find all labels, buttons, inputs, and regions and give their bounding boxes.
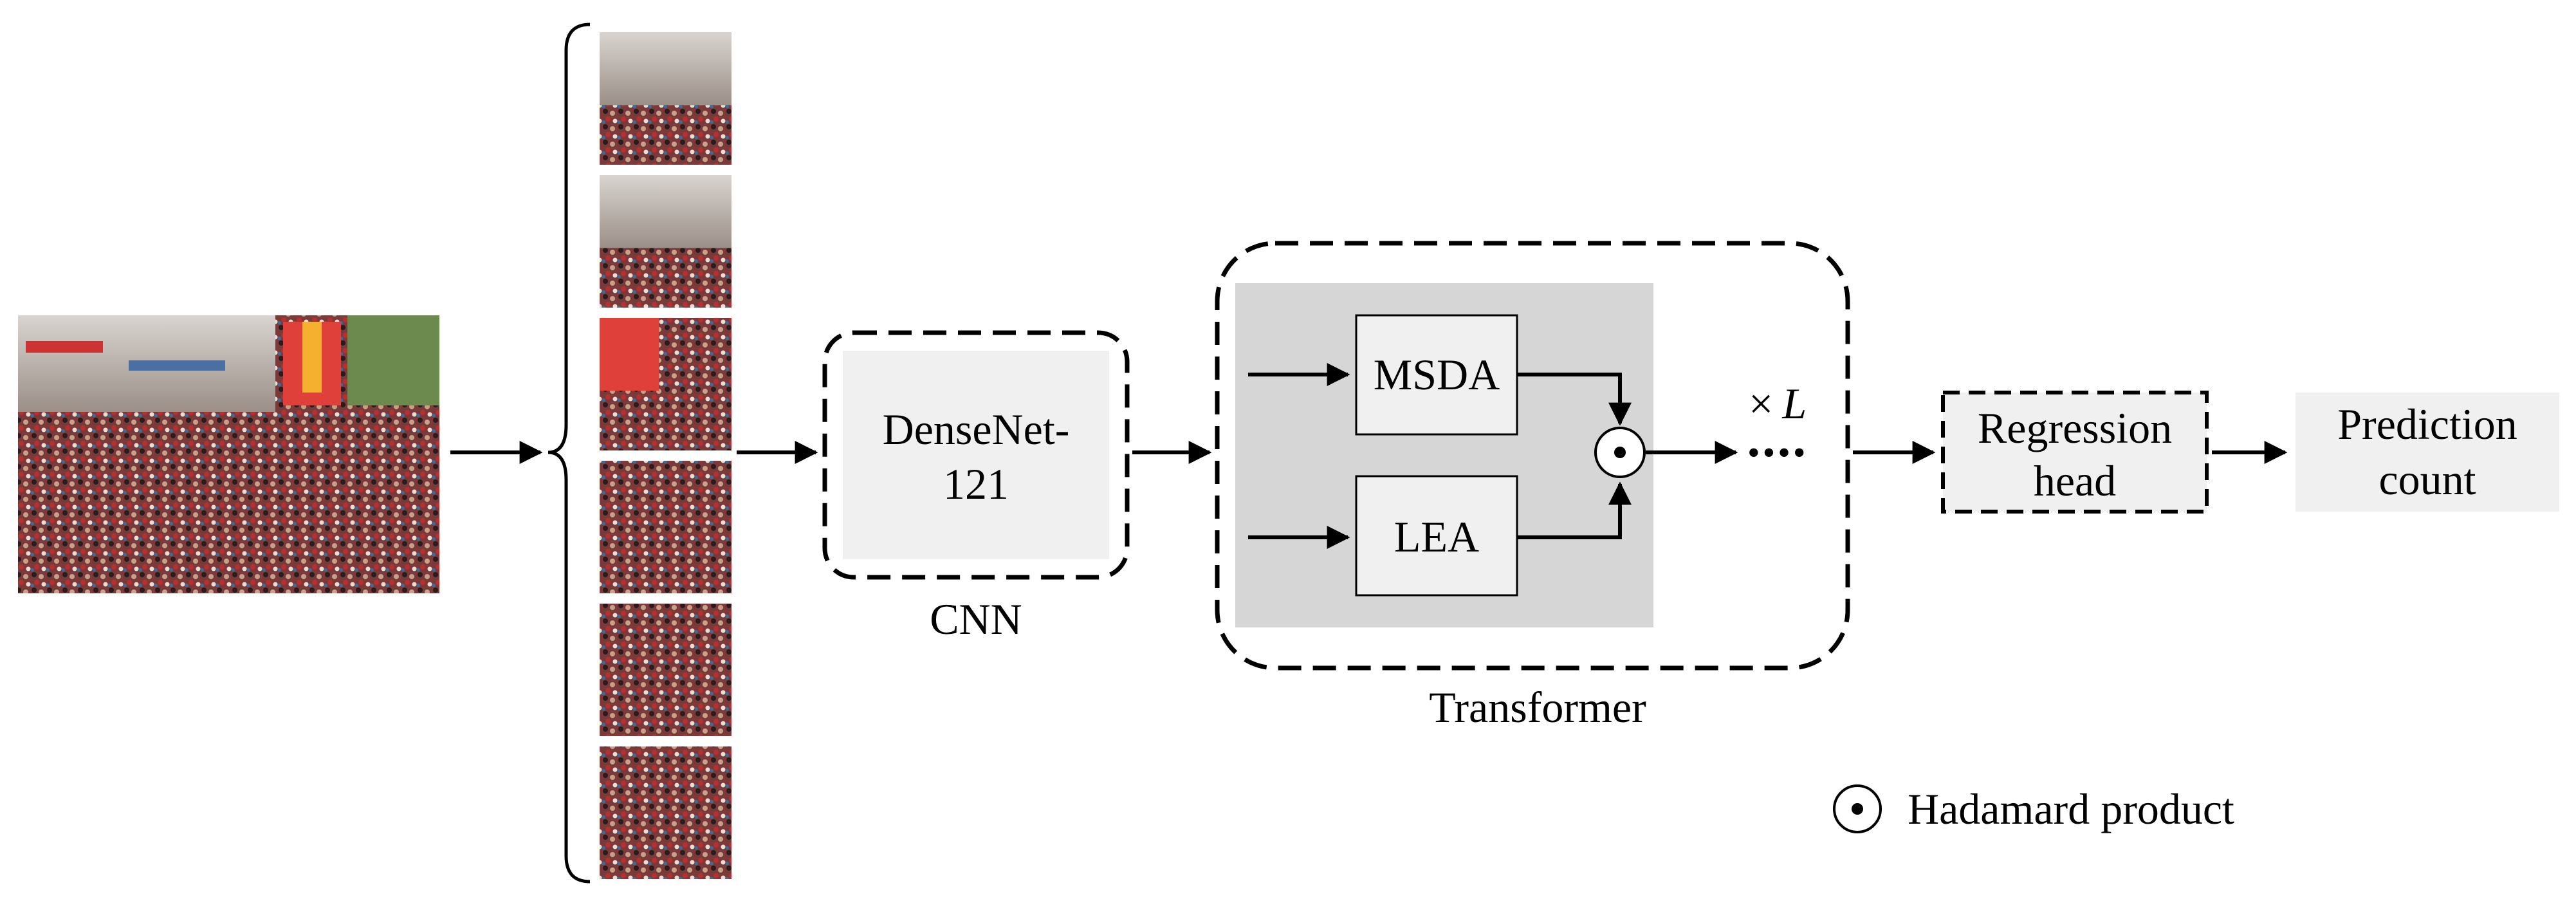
patch-thumbnails: [600, 32, 731, 879]
densenet-label-line2: 121: [943, 459, 1009, 508]
cnn-dashed-border: [822, 330, 1130, 580]
transformer-block: MSDA LEA ×L •••• Transformer: [1215, 241, 1850, 732]
curly-brace-icon: [547, 23, 591, 884]
hadamard-operator-icon: [1594, 427, 1646, 478]
regression-head-box: [1941, 391, 2209, 514]
prediction-count-block: Prediction count: [2295, 393, 2559, 512]
repeat-ellipsis: ••••: [1747, 433, 1808, 473]
input-crowd-image: [18, 315, 439, 593]
crowd-patch-thumbnail: [600, 32, 731, 165]
densenet-label-line1: DenseNet-: [883, 405, 1070, 454]
crowd-patch-thumbnail: [600, 461, 731, 593]
prediction-count-box: [2295, 393, 2559, 512]
circled-dot-icon: [1833, 784, 1882, 833]
cnn-block: DenseNet- 121 CNN: [822, 330, 1130, 644]
repeat-label: ×L: [1749, 379, 1807, 428]
transformer-caption: Transformer: [1429, 683, 1646, 732]
transformer-dashed-border: [1215, 241, 1850, 671]
crowd-patch-thumbnail: [600, 175, 731, 308]
legend-label: Hadamard product: [1908, 784, 2234, 833]
msda-label: MSDA: [1374, 350, 1500, 399]
cnn-caption: CNN: [930, 595, 1022, 644]
regression-head-block: Regression head: [1941, 391, 2209, 514]
arrow-msda-to-product: [1517, 373, 1632, 426]
densenet-box: [843, 351, 1109, 559]
legend: Hadamard product: [1833, 784, 2234, 833]
crowd-patch-thumbnail: [600, 746, 731, 879]
crowd-patch-thumbnail: [600, 318, 731, 450]
arrow-lea-to-product: [1517, 481, 1632, 539]
lea-box: [1355, 475, 1518, 597]
crowd-patch-thumbnail: [600, 604, 731, 736]
prediction-label-line1: Prediction: [2337, 400, 2517, 449]
prediction-label-line2: count: [2378, 455, 2476, 504]
regression-label-line1: Regression: [1978, 403, 2172, 452]
lea-label: LEA: [1394, 512, 1479, 561]
regression-label-line2: head: [2034, 456, 2116, 505]
